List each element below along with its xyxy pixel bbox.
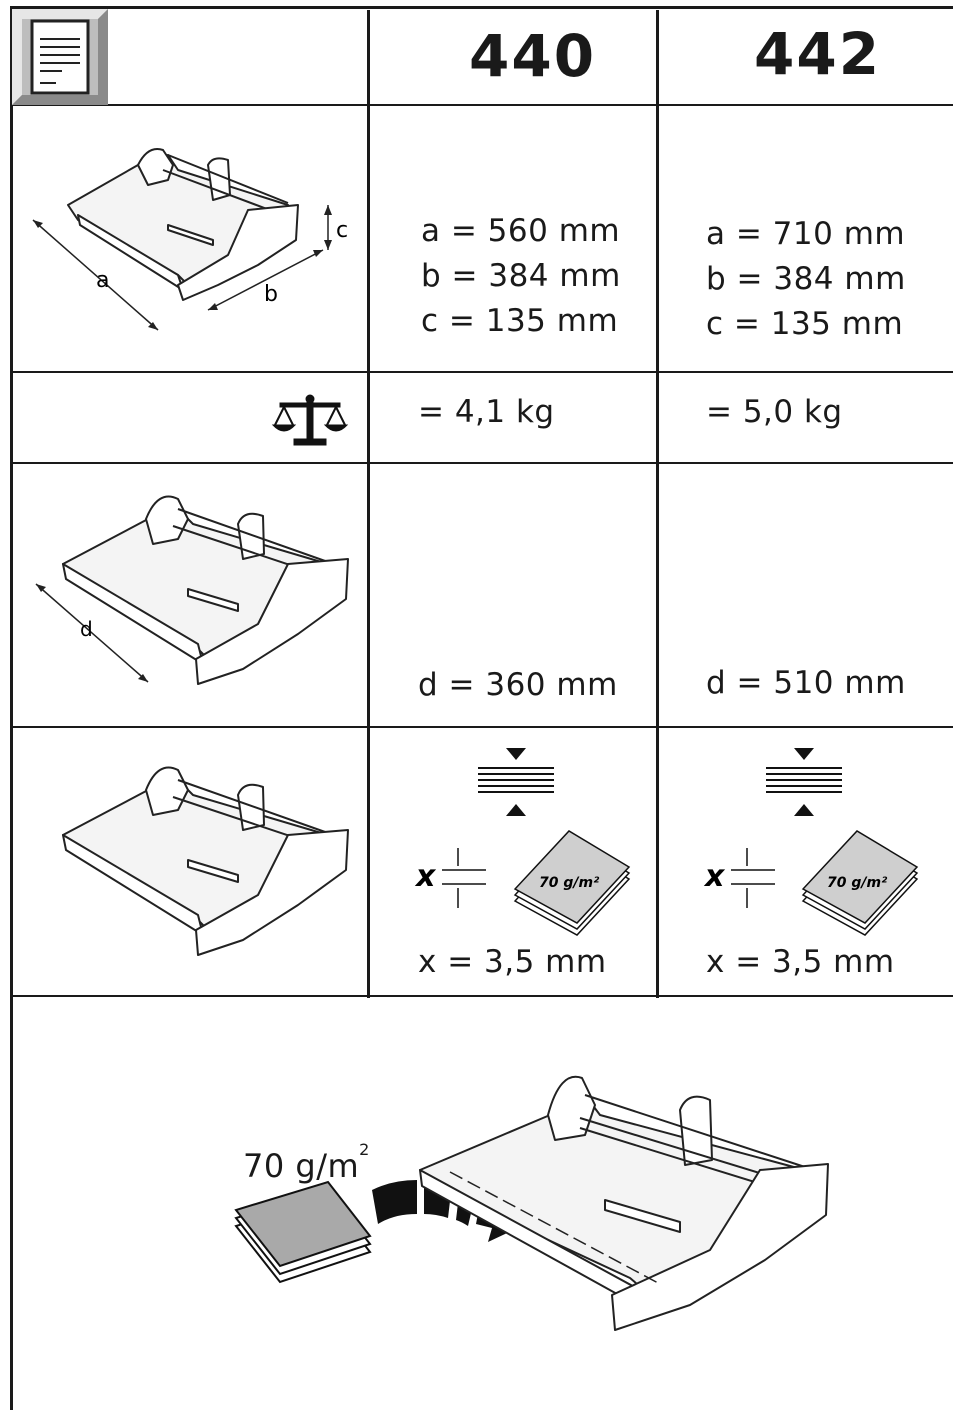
- thickness-x-icon-442: x: [703, 848, 775, 908]
- row-divider-3: [10, 462, 953, 464]
- row-divider-2: [10, 371, 953, 373]
- stack-thickness-icon-442: [766, 748, 842, 816]
- row-divider-5: [10, 995, 953, 997]
- paper-weight-label-440: 70 g/m²: [539, 875, 600, 891]
- paper-stack-icon-442: 70 g/m²: [801, 830, 919, 936]
- thickness-x-label-440: x: [414, 859, 437, 894]
- scale-icon: [271, 394, 349, 446]
- col-divider-1: [367, 10, 370, 998]
- cut-length-442: d = 510 mm: [706, 665, 906, 701]
- weight-442: = 5,0 kg: [706, 394, 843, 430]
- top-border: [10, 6, 953, 9]
- thickness-x-label-442: x: [703, 859, 726, 894]
- cutter-large-illustration: [419, 1075, 829, 1331]
- weight-440: = 4,1 kg: [418, 394, 555, 430]
- cutter-cut-length-diagram: d: [35, 495, 349, 685]
- cutter-dimensions-diagram: a b c: [32, 148, 348, 331]
- dim-label-a: a: [96, 268, 109, 293]
- paper-stack-illustration: [234, 1180, 372, 1284]
- model-440-heading: 440: [469, 22, 597, 90]
- paper-stack-icon-440: 70 g/m²: [513, 830, 631, 936]
- dim-c-440: c = 135 mm: [421, 303, 619, 339]
- cutter-capacity-diagram: [62, 766, 349, 956]
- dim-label-b: b: [264, 282, 278, 307]
- col-divider-2: [656, 10, 659, 998]
- dim-label-c: c: [336, 218, 348, 243]
- paper-weight-caption: 70 g/m2: [243, 1140, 370, 1185]
- left-border: [10, 6, 13, 1410]
- dim-label-d: d: [80, 617, 93, 641]
- cut-length-440: d = 360 mm: [418, 667, 618, 703]
- dim-a-440: a = 560 mm: [421, 213, 621, 249]
- thickness-x-icon-440: x: [414, 848, 486, 908]
- dim-b-440: b = 384 mm: [421, 258, 621, 294]
- stack-thickness-icon-440: [478, 748, 554, 816]
- paper-weight-superscript: 2: [359, 1140, 370, 1159]
- paper-weight-text: 70 g/m: [243, 1147, 360, 1185]
- dim-b-442: b = 384 mm: [706, 261, 906, 297]
- row-divider-4: [10, 726, 953, 728]
- capacity-442: x = 3,5 mm: [706, 944, 895, 980]
- dim-a-442: a = 710 mm: [706, 216, 906, 252]
- dims-442: a = 710 mm b = 384 mm c = 135 mm: [706, 216, 906, 351]
- row-divider-1: [10, 104, 953, 106]
- capacity-440: x = 3,5 mm: [418, 944, 607, 980]
- dims-440: a = 560 mm b = 384 mm c = 135 mm: [421, 213, 621, 348]
- dim-c-442: c = 135 mm: [706, 306, 904, 342]
- model-442-heading: 442: [754, 20, 882, 88]
- paper-weight-label-442: 70 g/m²: [827, 875, 888, 891]
- document-icon: [12, 9, 108, 105]
